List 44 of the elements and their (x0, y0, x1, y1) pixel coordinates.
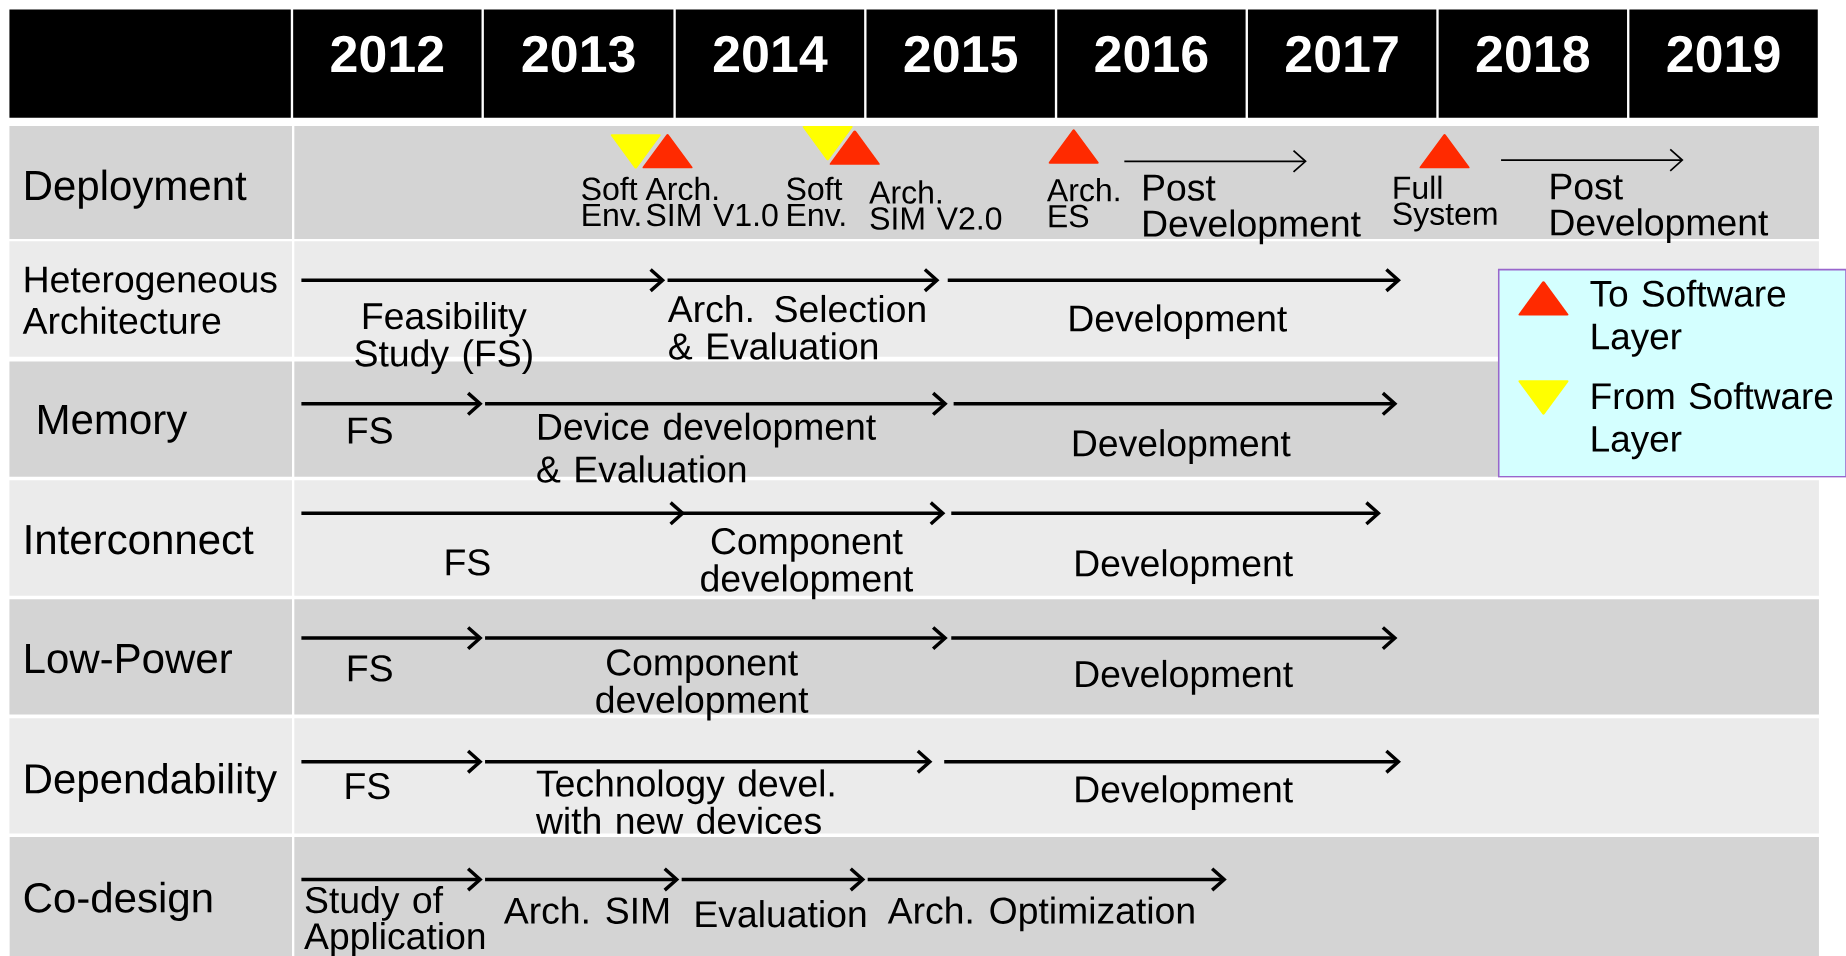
phase-label: Arch. Optimization (887, 896, 1194, 932)
phase-label: Arch. SIM (503, 896, 669, 924)
phase-label: FS (348, 417, 392, 444)
year-header: 2013 (483, 9, 674, 118)
phase-label: Development (1070, 304, 1287, 340)
phase-label: Arch. Selection & Evaluation (667, 294, 925, 360)
year-header: 2017 (1247, 9, 1437, 118)
milestone-label: Full System (1393, 175, 1497, 232)
year-header: 2014 (675, 9, 865, 118)
milestone-label: Arch. ES (1046, 178, 1119, 228)
phase-label: Component development (596, 649, 809, 721)
row-header: Heterogeneous Architecture (9, 241, 292, 357)
phase-label: Study of Application (304, 885, 485, 956)
year-header: 2015 (866, 9, 1055, 118)
legend-text: From Software Layer (1592, 382, 1833, 460)
row-header: Memory (9, 361, 292, 477)
year-header: 2019 (1629, 9, 1818, 118)
phase-label: Component development (701, 528, 914, 600)
phase-label: Development (1076, 549, 1293, 584)
phase-label: FS (346, 772, 390, 800)
legend-text: To Software Layer (1590, 279, 1786, 357)
row-header: Deployment (9, 126, 292, 239)
milestone-label: Post Development (1551, 173, 1769, 244)
row-header: Co-design (9, 837, 292, 956)
row-header: Interconnect (9, 480, 292, 596)
phase-label: Feasibility Study (FS) (355, 302, 532, 375)
milestone-label: Arch. SIM V2.0 (869, 180, 1002, 230)
phase-label: FS (348, 655, 392, 682)
phase-label: Device development & Evaluation (537, 412, 876, 483)
phase-label: Technology devel. with new devices (535, 769, 834, 835)
year-header: 2012 (293, 9, 482, 118)
milestone-label: Soft Env. (787, 176, 845, 226)
row-header: Low-Power (9, 599, 292, 715)
year-header: 2016 (1057, 9, 1246, 118)
row-header: Dependability (9, 718, 292, 834)
milestone-label: Soft Env. (582, 176, 640, 226)
phase-label: Development (1076, 659, 1293, 695)
milestone-label: Post Development (1144, 174, 1361, 245)
phase-label: Development (1076, 775, 1293, 811)
phase-label: FS (446, 549, 490, 576)
milestone-label: Arch. SIM V1.0 (645, 176, 778, 227)
phase-label: Development (1073, 429, 1291, 464)
phase-label: Evaluation (696, 900, 866, 928)
year-header: 2018 (1438, 9, 1628, 118)
